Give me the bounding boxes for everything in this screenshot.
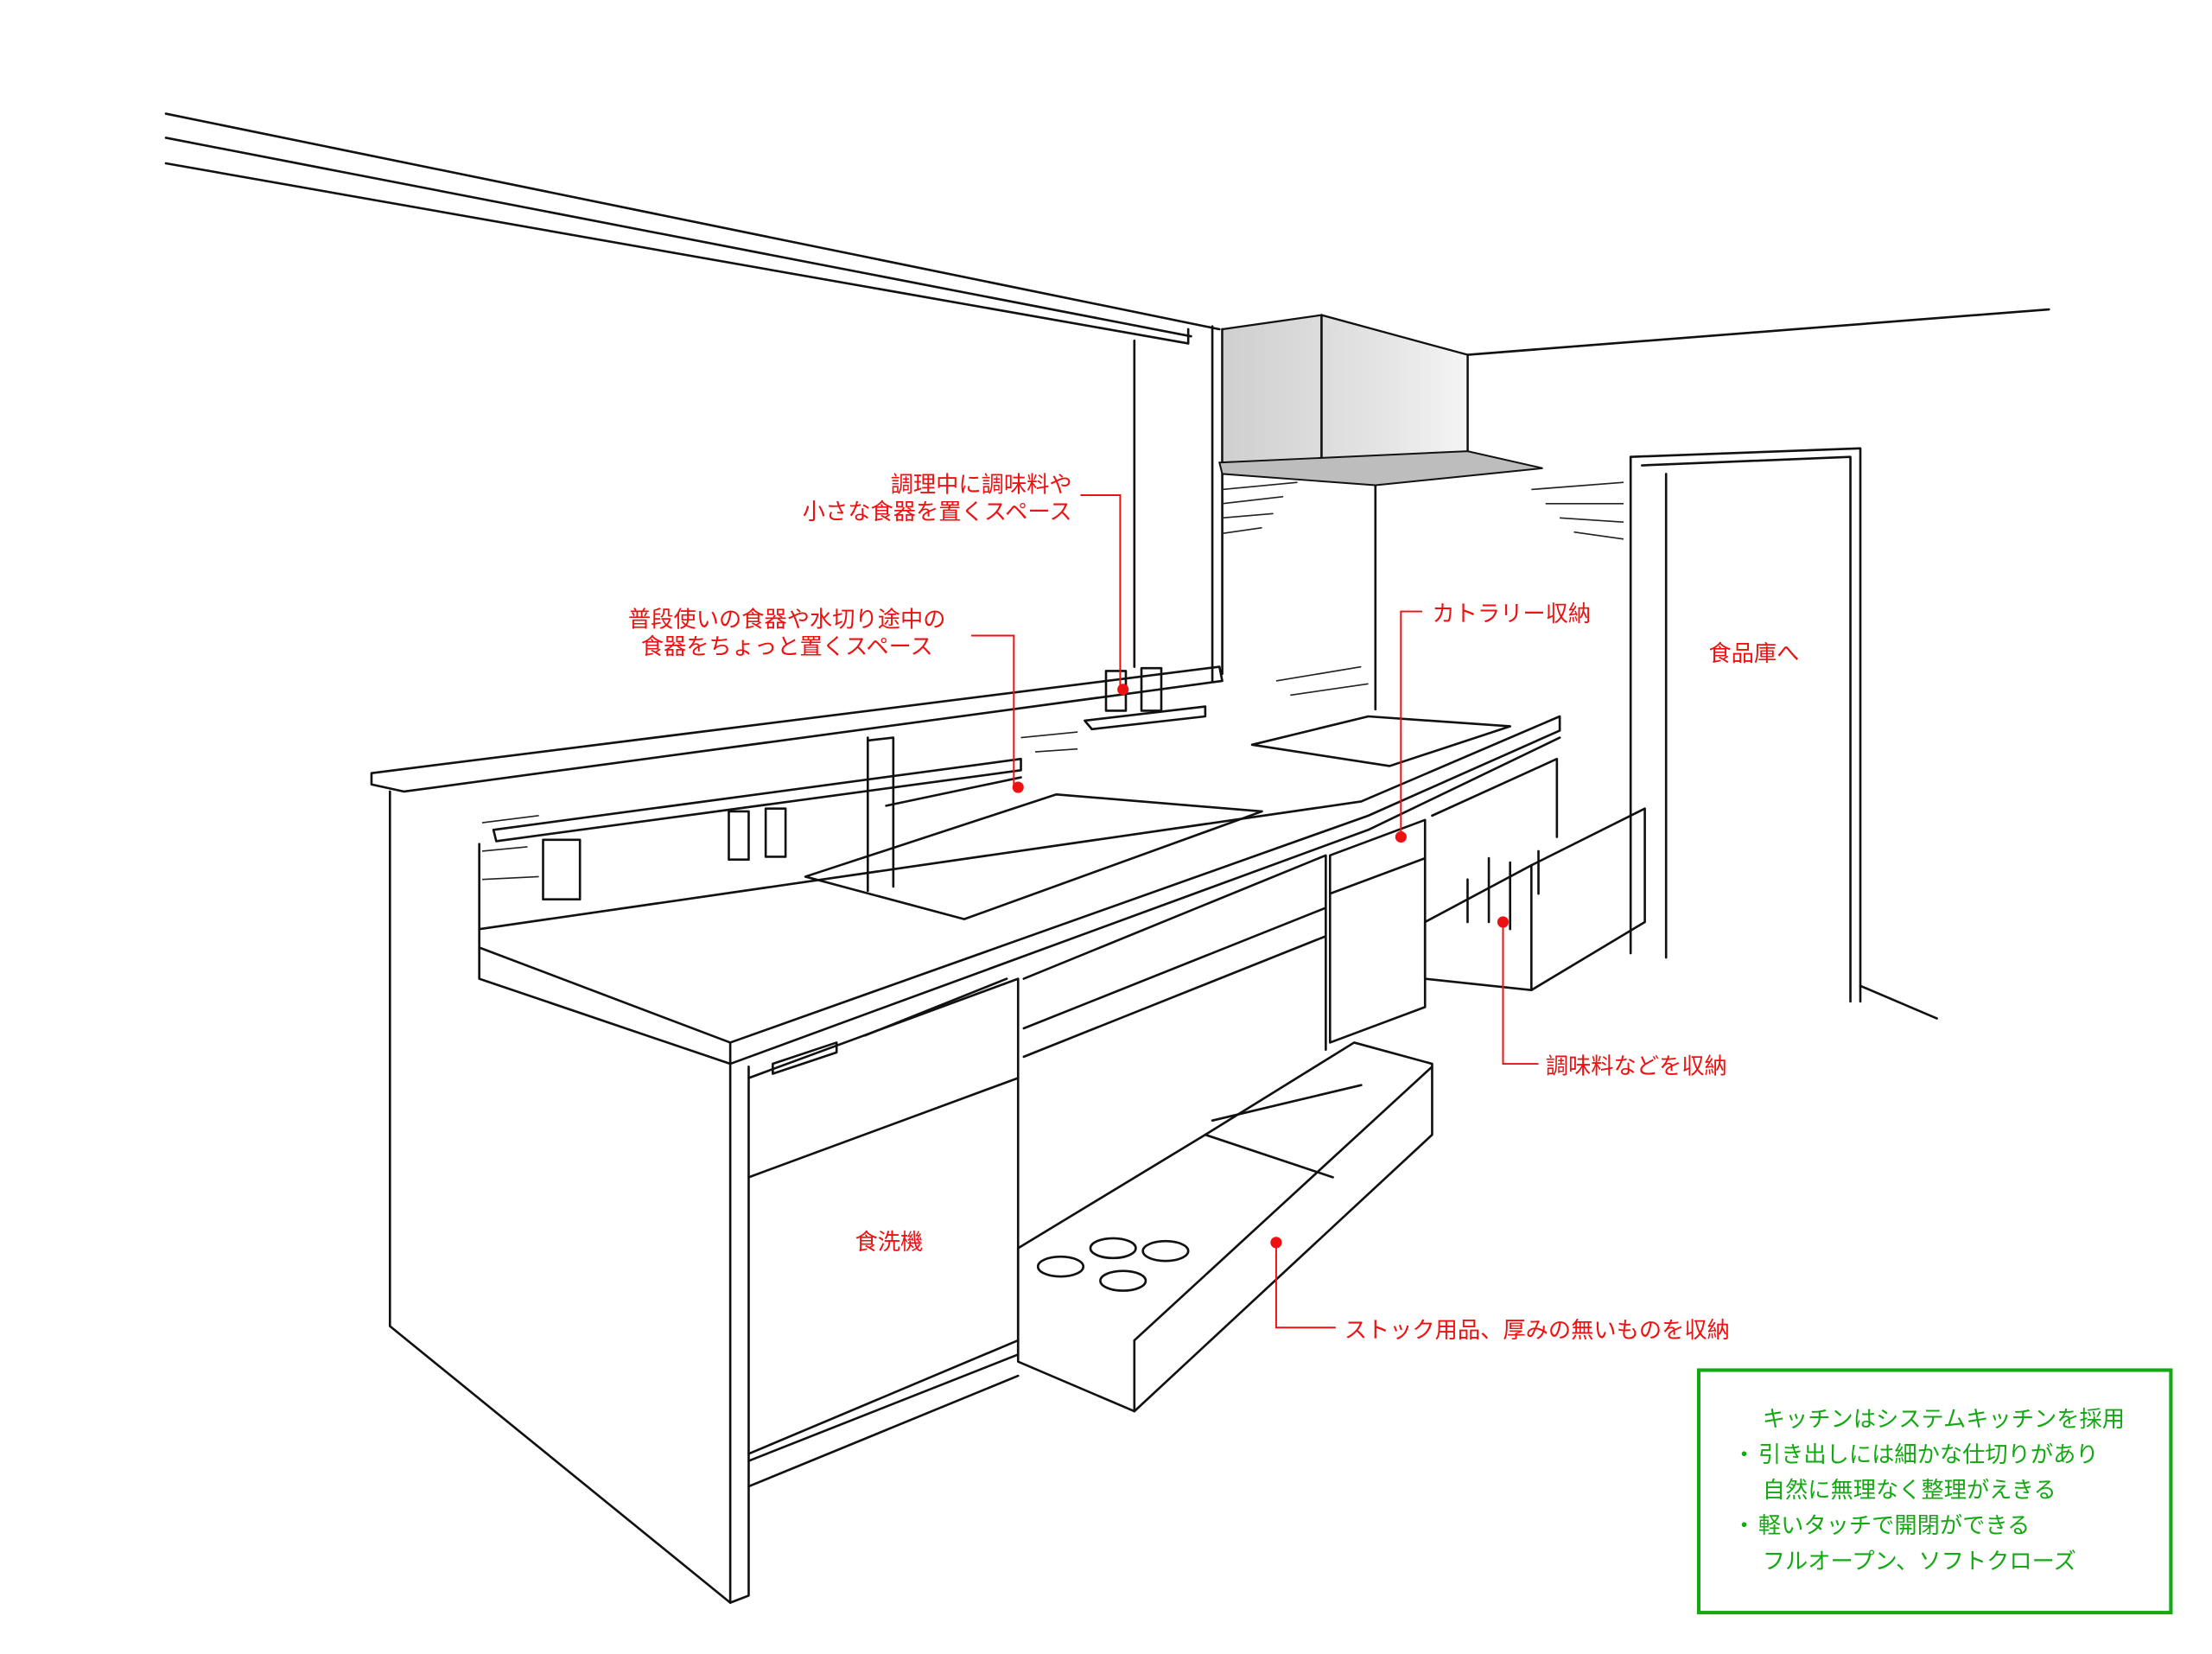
note-bullet: ・ xyxy=(1732,1513,1755,1539)
note-line: 軽いタッチで開閉ができる xyxy=(1758,1513,2030,1539)
label-stock-storage: ストック用品、厚みの無いものを収納 xyxy=(1344,1318,1730,1344)
label-cutlery: カトラリー収納 xyxy=(1432,601,1591,627)
note-line: キッチンはシステムキッチンを採用 xyxy=(1763,1407,2125,1433)
annotation-stock-storage: ストック用品、厚みの無いものを収納 xyxy=(1270,1237,1730,1344)
note-bullet: ・ xyxy=(1732,1442,1755,1468)
label-seasoning-space-line1: 調理中に調味料や xyxy=(891,473,1072,499)
seasoning-drawer xyxy=(1423,807,1646,992)
pantry-door xyxy=(1629,447,1938,1020)
label-pantry: 食品庫へ xyxy=(1708,641,1799,667)
note-line: フルオープン、ソフトクローズ xyxy=(1763,1549,2076,1574)
label-seasoning-storage: 調味料などを収納 xyxy=(1546,1054,1727,1080)
stock-drawer xyxy=(1016,1041,1433,1413)
back-shelf xyxy=(370,665,1224,843)
tile-hatching xyxy=(481,481,1624,881)
annotation-seasoning-space: 調理中に調味料や 小さな食器を置くスペース xyxy=(803,473,1129,696)
note-line: 引き出しには細かな仕切りがあり xyxy=(1758,1442,2099,1468)
label-dishwasher: 食洗機 xyxy=(855,1230,924,1256)
note-box: キッチンはシステムキッチンを採用 ・ 引き出しには細かな仕切りがあり 自然に無理… xyxy=(1696,1368,2173,1615)
annotation-cutlery: カトラリー収納 xyxy=(1395,601,1591,843)
note-line: 自然に無理なく整理がえきる xyxy=(1763,1478,2056,1504)
label-dish-space-line1: 普段使いの食器や水切り途中の xyxy=(628,608,946,633)
annotation-seasoning-storage: 調味料などを収納 xyxy=(1497,916,1727,1080)
cabinets xyxy=(747,757,1559,1488)
label-dish-space-line2: 食器をちょっと置くスペース xyxy=(641,634,933,660)
range-hood xyxy=(1218,314,1543,487)
kitchen-counter xyxy=(388,715,1561,1604)
annotation-dish-space: 普段使いの食器や水切り途中の 食器をちょっと置くスペース xyxy=(628,608,1024,793)
ceiling-beam xyxy=(164,112,1221,345)
label-seasoning-space-line2: 小さな食器を置くスペース xyxy=(803,499,1072,525)
